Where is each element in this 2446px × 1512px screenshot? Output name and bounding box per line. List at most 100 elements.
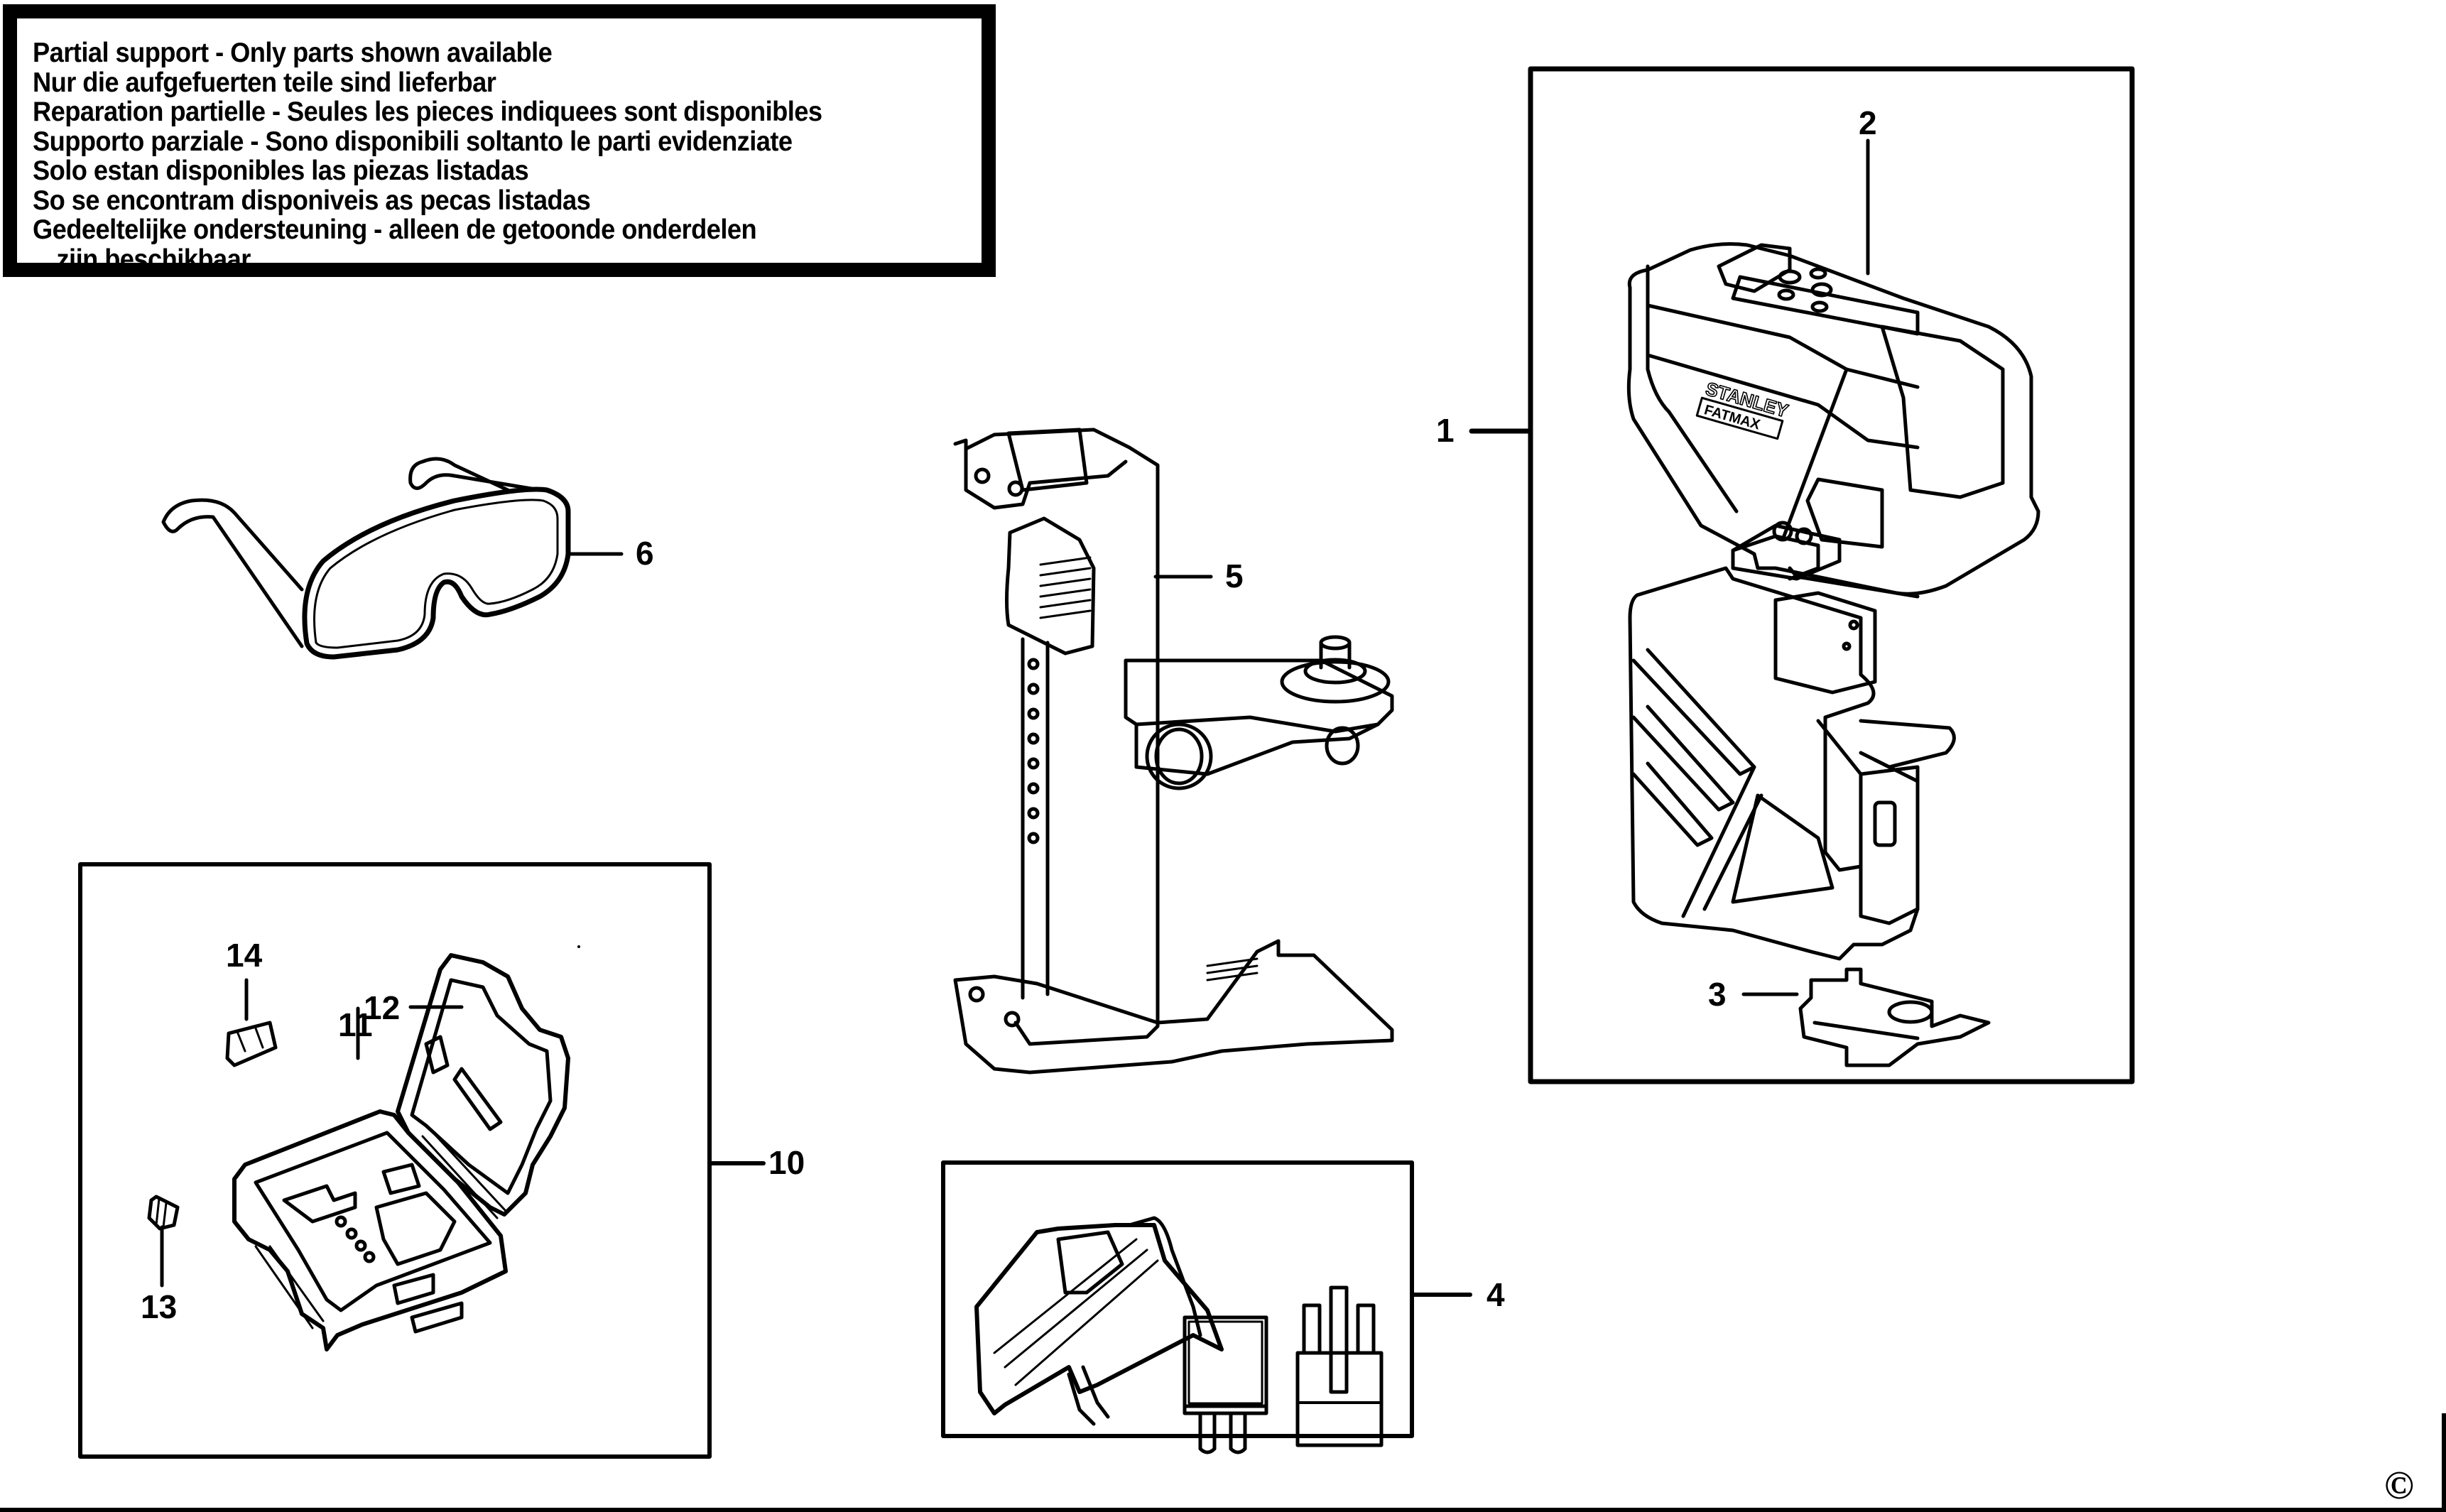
part-3-base-bracket[interactable] <box>1741 967 1991 1067</box>
case-hinge-line <box>421 1131 507 1219</box>
latch-shape <box>147 1195 180 1231</box>
foot-screw-1 <box>968 986 985 1003</box>
chassis-rib-1 <box>1631 648 1756 776</box>
turntable-hub <box>1303 658 1367 685</box>
notice-line-es: Solo estan disponibles las piezas listad… <box>33 156 529 186</box>
housing-crease-2 <box>1646 353 1920 450</box>
case-latch-ribs <box>254 1245 325 1329</box>
keypad-button-2 <box>1809 267 1827 280</box>
rail-hole-5 <box>1027 757 1040 770</box>
bracket-outline <box>1798 967 1991 1067</box>
charger-body-outline <box>974 1223 1224 1415</box>
keypad-button-5 <box>1810 300 1829 313</box>
stanley-fatmax-logo: STANLEY FATMAX <box>1695 377 1791 440</box>
chassis-rib-3 <box>1631 761 1714 847</box>
chassis-side-leg <box>1859 765 1920 925</box>
mount-base-foot <box>953 939 1394 1075</box>
rail-hole-4 <box>1027 732 1040 745</box>
callout-label-12: 12 <box>364 989 401 1026</box>
mount-top-block <box>1006 428 1089 492</box>
part-2-top-housing[interactable]: STANLEY FATMAX <box>1626 138 2040 599</box>
chassis-top-board <box>1731 534 1820 581</box>
part-13-case-latch[interactable] <box>147 1195 180 1288</box>
callout-label-5: 5 <box>1225 558 1244 594</box>
charger-battery-slot <box>1056 1230 1124 1295</box>
part-11-case-base[interactable] <box>232 1006 508 1351</box>
bracket-edge <box>1812 1021 1920 1040</box>
group-box-part-1 <box>1528 66 2135 1084</box>
callout-label-10: 10 <box>768 1144 805 1181</box>
tray-cavity-4 <box>392 1273 435 1305</box>
tray-cavity-3 <box>374 1191 457 1266</box>
notice-line-pt: So se encontram disponiveis as pecas lis… <box>33 185 591 216</box>
mount-arm <box>1124 658 1394 734</box>
adapter-uk-pin-earth <box>1329 1285 1349 1394</box>
housing-lower-window <box>1805 477 1884 549</box>
housing-front-edge <box>1646 264 1739 513</box>
tray-hole-1 <box>335 1215 347 1228</box>
adapter-uk-pin-right <box>1356 1303 1376 1355</box>
chassis-rib-2 <box>1631 705 1735 812</box>
arm-pivot-inner <box>1154 727 1204 785</box>
charger-end-cap <box>1127 1216 1202 1337</box>
chassis-body-outline <box>1628 593 1920 961</box>
group-box-part-4 <box>941 1160 1414 1438</box>
callout-label-11: 11 <box>338 1006 373 1043</box>
case-lid-inner <box>410 978 553 1195</box>
part-12-case-lid[interactable] <box>396 953 570 1219</box>
notice-line-it: Supporto parziale - Sono disponibili sol… <box>33 126 793 157</box>
chassis-triangle-panel <box>1731 793 1835 904</box>
magnet-clamp-block <box>1005 516 1096 656</box>
keypad-button-1 <box>1778 269 1802 285</box>
adapter-uk-body <box>1295 1351 1384 1447</box>
housing-outline <box>1626 242 2040 596</box>
upright-rail <box>1021 637 1050 1000</box>
case-insert-tray-outline <box>254 1131 492 1312</box>
glasses-right-temple <box>408 457 542 492</box>
board-knob-2 <box>1795 527 1813 545</box>
tray-hole-3 <box>354 1239 367 1252</box>
notice-line-nl: Gedeeltelijke ondersteuning - alleen de … <box>33 214 757 245</box>
part-14-hinge-clip[interactable] <box>225 978 278 1067</box>
notice-line-de: Nur die aufgefuerten teile sind lieferba… <box>33 67 496 98</box>
housing-crease-1 <box>1646 303 1920 389</box>
clamp-screw-2 <box>1007 480 1024 497</box>
part-4-charger[interactable] <box>974 1216 1224 1426</box>
part-4-plug-adapter-uk[interactable] <box>1295 1285 1384 1447</box>
mount-top-clamp <box>953 438 1128 510</box>
tray-cavity-1 <box>282 1184 357 1224</box>
glasses-lens-inner <box>313 499 559 649</box>
part-5-wall-mount[interactable] <box>953 428 1394 1075</box>
leg-window <box>1873 800 1897 847</box>
tray-hole-4 <box>363 1251 376 1263</box>
tray-cavity-2 <box>381 1163 421 1195</box>
availability-notice: Partial support - Only parts shown avail… <box>3 4 996 277</box>
bottom-border-rule <box>0 1508 2446 1512</box>
chassis-foot-plate <box>1859 719 1956 769</box>
callout-label-14: 14 <box>226 937 263 974</box>
case-base-outline <box>232 1109 508 1351</box>
callout-label-2: 2 <box>1859 104 1877 141</box>
rail-hole-8 <box>1027 832 1040 844</box>
charger-plug-prongs <box>1067 1365 1110 1426</box>
clip-shape <box>225 1021 278 1067</box>
tray-hole-2 <box>345 1227 358 1240</box>
arm-lock-knob <box>1325 726 1360 766</box>
part-4-plug-adapter-eu[interactable] <box>1183 1315 1268 1454</box>
module-screw-1 <box>1848 619 1859 631</box>
adapter-uk-pin-left <box>1302 1303 1322 1355</box>
thread-post <box>1319 641 1352 670</box>
copyright-symbol: © <box>2384 1464 2414 1508</box>
adapter-eu-pin-1 <box>1198 1411 1217 1454</box>
charger-body-ridges <box>993 1238 1159 1386</box>
callout-label-13: 13 <box>141 1288 178 1325</box>
part-6-glasses[interactable] <box>161 457 624 660</box>
keypad-button-4 <box>1777 288 1795 301</box>
part-1-laser-chassis[interactable] <box>1628 521 1956 961</box>
board-knob-1 <box>1772 521 1793 542</box>
clamp-screw-1 <box>974 467 991 484</box>
arm-pivot-knob <box>1145 722 1213 790</box>
chassis-right-structure <box>1635 566 1876 872</box>
notice-line-en: Partial support - Only parts shown avail… <box>33 38 553 68</box>
adapter-eu-inner <box>1187 1320 1263 1405</box>
